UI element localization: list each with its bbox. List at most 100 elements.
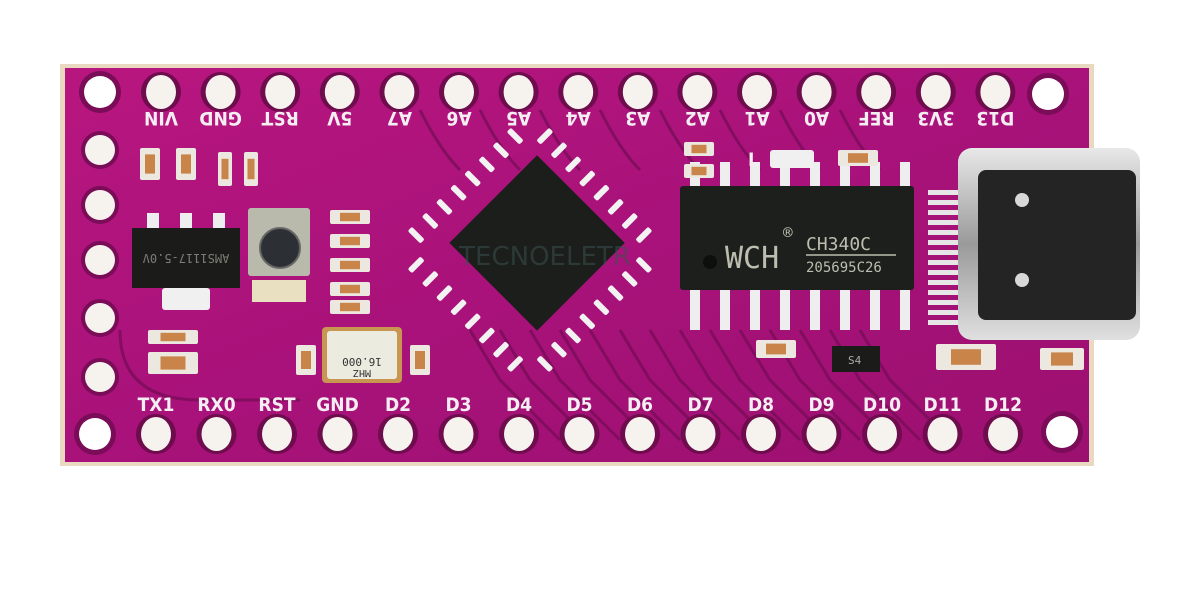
- mcu-chip: TECNOELETR: [408, 128, 652, 372]
- top-pin-label: 3V3: [917, 107, 954, 129]
- top-pin-pad: [265, 75, 296, 109]
- bottom-pin-label: D5: [566, 394, 592, 416]
- top-pin-pad: [146, 75, 176, 109]
- top-pin-label: A7: [387, 107, 412, 129]
- chip-pin: [810, 162, 820, 186]
- bottom-pin-label: D3: [445, 394, 471, 416]
- usb-c-connector[interactable]: [928, 148, 1140, 340]
- chip-model: CH340C: [806, 234, 871, 255]
- top-pin-pad: [503, 75, 534, 109]
- top-pin-label: A1: [744, 107, 769, 129]
- pin-headers: [74, 71, 1083, 455]
- smd-body: [340, 236, 360, 246]
- mcu-pin: [579, 313, 595, 330]
- chip-pin: [720, 162, 730, 186]
- mcu-pin: [450, 185, 467, 201]
- side-pad: [85, 245, 115, 275]
- top-pin-label: D13: [976, 107, 1014, 129]
- usb-pin: [928, 220, 962, 225]
- usb-pin: [928, 250, 962, 255]
- top-pin-pad: [861, 75, 892, 109]
- diode-marking: S4: [848, 354, 862, 367]
- usb-pin: [928, 300, 962, 305]
- top-pin-pad: [384, 75, 415, 109]
- mcu-pin: [593, 185, 610, 201]
- mounting-hole: [1046, 416, 1078, 448]
- regulator-marking: AMS1117-5.0V: [143, 251, 230, 265]
- top-pin-pad: [801, 75, 832, 109]
- voltage-regulator: AMS1117-5.0V: [132, 213, 240, 310]
- mcu-pin: [479, 156, 495, 173]
- mcu-pin: [436, 199, 453, 215]
- mcu-pin: [607, 285, 624, 301]
- usb-pin: [928, 240, 962, 245]
- top-pin-label: GND: [199, 107, 242, 129]
- chip-pin: [900, 290, 910, 330]
- bottom-pin-pad: [141, 417, 171, 451]
- smd-body: [160, 332, 186, 342]
- smd-body: [415, 351, 425, 369]
- bottom-pin-label: RST: [258, 394, 295, 416]
- smd-components: [140, 142, 1084, 375]
- led-label: L: [748, 149, 759, 171]
- mcu-pin: [436, 285, 453, 301]
- top-pin-label: 5V: [326, 107, 352, 129]
- usb-serial-chip: WCH ® CH340C 205695C26: [680, 162, 914, 330]
- crystal-frequency: 16.000: [342, 355, 382, 368]
- smd-body: [951, 349, 981, 365]
- top-pin-label: RST: [261, 107, 298, 129]
- mcu-pin: [636, 227, 652, 243]
- top-pin-label: VIN: [144, 107, 178, 129]
- smd-body: [848, 153, 868, 163]
- top-pin-pad: [920, 75, 951, 109]
- smd-body: [181, 154, 191, 174]
- reset-button[interactable]: [248, 208, 310, 302]
- led: [770, 150, 814, 168]
- top-pin-label: A6: [446, 107, 471, 129]
- mounting-hole: [79, 418, 111, 450]
- bottom-pin-label: D6: [627, 394, 653, 416]
- bottom-pin-pad: [504, 417, 534, 451]
- mcu-pin: [422, 271, 438, 287]
- usb-pin: [928, 200, 962, 205]
- mcu-pin: [579, 170, 595, 187]
- usb-pin: [928, 260, 962, 265]
- top-pin-label: A5: [506, 107, 531, 129]
- chip-pin: [870, 162, 880, 186]
- mcu-pin: [565, 156, 581, 173]
- usb-pin: [928, 230, 962, 235]
- mcu-pin: [607, 199, 624, 215]
- bottom-pin-pad: [685, 417, 716, 451]
- mcu-pin: [565, 327, 581, 344]
- usb-pin: [928, 280, 962, 285]
- mcu-pin: [622, 213, 638, 229]
- crystal-unit: MHZ: [353, 367, 371, 378]
- bottom-pin-pad: [988, 417, 1018, 451]
- mcu-pin: [537, 128, 553, 144]
- smd-body: [766, 343, 786, 355]
- trace: [478, 109, 522, 172]
- trace: [468, 329, 562, 442]
- bottom-pin-pad: [746, 417, 776, 451]
- usb-pin: [928, 190, 962, 195]
- smd-body: [247, 158, 255, 180]
- smd-body: [340, 302, 360, 312]
- trace: [538, 109, 582, 172]
- bottom-pin-label: D11: [924, 394, 962, 416]
- smd-body: [340, 212, 360, 222]
- mcu-pin: [493, 342, 509, 358]
- diode: S4: [832, 346, 880, 372]
- top-pin-pad: [444, 75, 474, 109]
- bottom-pin-pad: [383, 417, 413, 451]
- chip-pin: [780, 290, 790, 330]
- side-pad: [85, 303, 115, 333]
- usb-pin: [928, 310, 962, 315]
- bottom-pin-pad: [625, 417, 655, 451]
- trace: [588, 329, 682, 442]
- top-pin-pad: [682, 75, 713, 109]
- chip-pin: [780, 162, 790, 186]
- chip-pin: [870, 290, 880, 330]
- crystal: 16.000 MHZ: [322, 327, 402, 383]
- top-pin-pad: [980, 75, 1011, 109]
- usb-pin: [928, 290, 962, 295]
